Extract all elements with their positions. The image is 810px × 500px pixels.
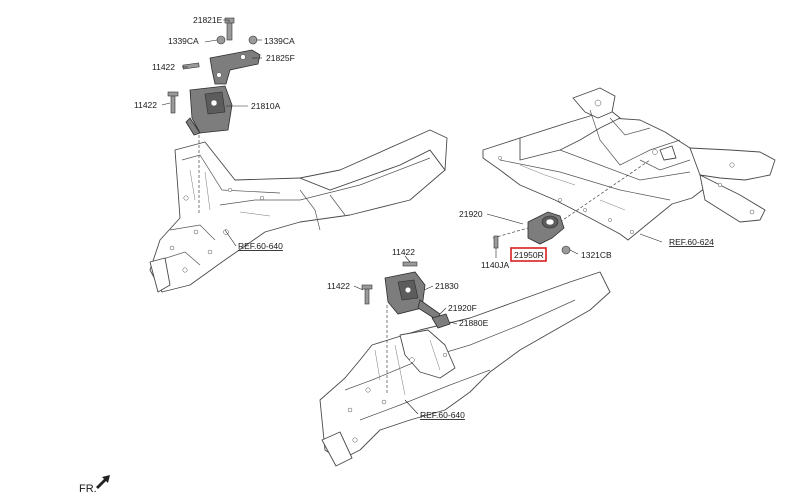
- label-21880e: 21880E: [459, 318, 489, 328]
- label-21825f: 21825F: [266, 53, 295, 63]
- fr-label: FR.: [79, 483, 97, 495]
- label-1339ca-right: 1339CA: [264, 36, 295, 46]
- label-21920f: 21920F: [448, 303, 477, 313]
- highlight-box-21950r: [510, 247, 547, 262]
- label-21810a: 21810A: [251, 101, 281, 111]
- front-direction-indicator: FR.: [79, 475, 110, 495]
- label-ref-60-640-top: REF.60-640: [238, 241, 283, 251]
- right-subframe: [482, 87, 776, 241]
- label-ref-60-624: REF.60-624: [669, 237, 714, 247]
- transmission-mount-21830: [384, 271, 451, 395]
- leaders-top: [161, 19, 262, 247]
- label-21920: 21920: [459, 209, 483, 219]
- label-11422-top: 11422: [152, 62, 175, 72]
- label-1339ca-left: 1339CA: [168, 36, 199, 46]
- label-11422-c1: 11422: [392, 247, 415, 257]
- left-frame-rail: [149, 129, 448, 293]
- roll-rod-21950r: [492, 159, 651, 255]
- label-11422-mid: 11422: [134, 100, 157, 110]
- label-ref-60-640-bottom: REF.60-640: [420, 410, 465, 420]
- bracket-21825f: [209, 49, 261, 85]
- bottom-frame-rail: [319, 271, 611, 467]
- leaders-right: [486, 213, 663, 258]
- label-21830: 21830: [435, 281, 459, 291]
- label-21950r[interactable]: 21950R: [514, 250, 544, 260]
- label-1321cb: 1321CB: [581, 250, 612, 260]
- front-arrow-icon: [96, 475, 110, 489]
- label-21821e: 21821E: [193, 15, 223, 25]
- label-11422-c2: 11422: [327, 281, 350, 291]
- leaders-bottom: [353, 255, 458, 415]
- engine-mount-21810a: [185, 85, 233, 215]
- label-1140ja: 1140JA: [481, 260, 510, 270]
